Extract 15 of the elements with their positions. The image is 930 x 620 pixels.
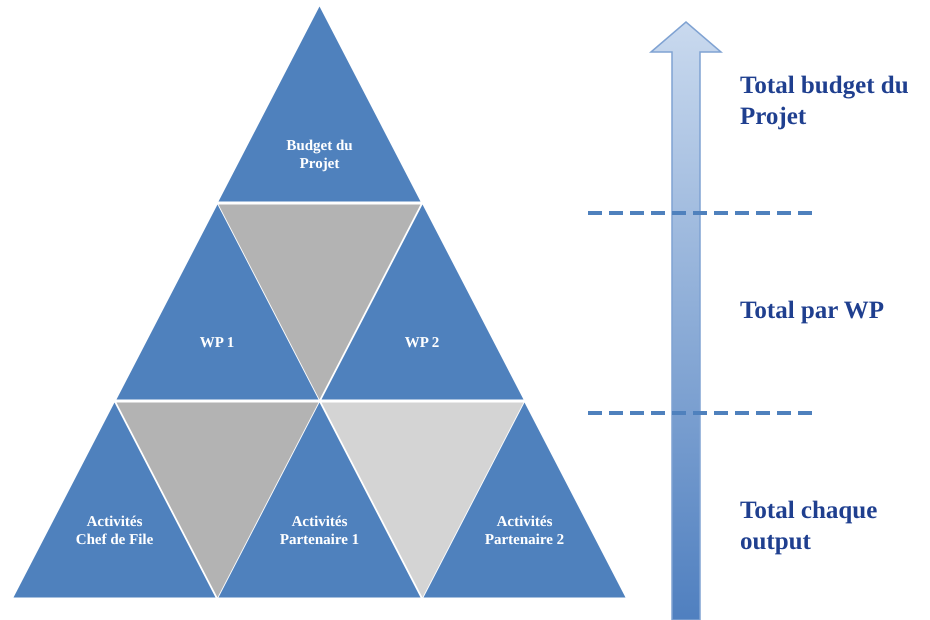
level-label: Total chaque output <box>740 496 878 557</box>
triangle-tile <box>320 203 524 401</box>
triangle-tile <box>114 203 320 401</box>
tile-label: WP 1 <box>198 334 236 352</box>
triangle-tile <box>217 401 422 599</box>
tile-label: WP 2 <box>404 334 440 352</box>
triangle-tile <box>422 401 627 599</box>
triangle-tile <box>12 401 217 599</box>
level-label: Total budget du Projet <box>740 71 910 132</box>
triangle-tile <box>217 5 422 203</box>
level-label: Total par WP <box>740 296 886 326</box>
tile-label: Activités Chef de File <box>74 513 154 549</box>
tile-label: Budget du Projet <box>285 137 354 173</box>
tile-label: Activités Partenaire 2 <box>484 513 566 549</box>
tile-label: Activités Partenaire 1 <box>278 513 360 549</box>
